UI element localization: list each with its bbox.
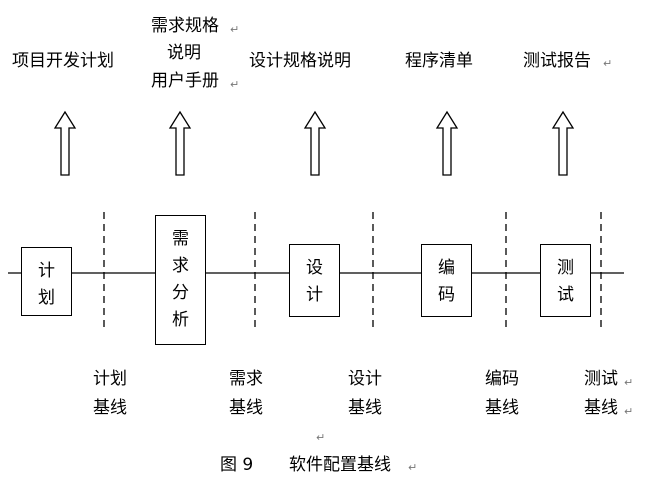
return-mark-icon: ↵ <box>230 78 240 91</box>
baseline-label-design-line2: 基线 <box>348 398 382 418</box>
deliverable-requirements-line2: 说明 <box>167 43 201 63</box>
figure-number: 图 9 <box>220 455 254 475</box>
phase-box-testing: 测试 <box>540 244 591 317</box>
up-arrow-requirements <box>168 110 192 176</box>
baseline-label-requirements-line1: 需求 <box>229 369 263 389</box>
return-mark-icon: ↵ <box>624 376 634 389</box>
deliverable-test: 测试报告 <box>523 51 591 71</box>
phase-box-plan: 计划 <box>21 247 72 316</box>
phase-box-requirements: 需求分析 <box>155 215 206 345</box>
phase-label-plan: 计划 <box>38 261 55 308</box>
deliverable-user-manual: 用户手册 <box>151 71 219 91</box>
deliverable-requirements-line1: 需求规格 <box>151 16 219 36</box>
deliverable-code: 程序清单 <box>405 51 473 71</box>
return-mark-icon: ↵ <box>624 405 634 418</box>
baseline-label-design-line1: 设计 <box>348 369 382 389</box>
return-mark-icon: ↵ <box>230 23 240 36</box>
phase-label-requirements: 需求分析 <box>172 229 189 330</box>
phase-label-coding: 编码 <box>438 258 455 305</box>
baseline-label-plan-line2: 基线 <box>93 398 127 418</box>
return-mark-icon: ↵ <box>408 461 418 474</box>
baseline-label-coding-line1: 编码 <box>485 369 519 389</box>
baseline-label-requirements-line2: 基线 <box>229 398 263 418</box>
deliverable-plan: 项目开发计划 <box>12 51 114 71</box>
phase-box-coding: 编码 <box>421 244 472 317</box>
baseline-label-testing-line2: 基线 <box>584 398 618 418</box>
baseline-label-testing-line1: 测试 <box>584 369 618 389</box>
phase-label-testing: 测试 <box>557 258 574 305</box>
baseline-label-plan-line1: 计划 <box>93 369 127 389</box>
return-mark-icon: ↵ <box>603 57 613 70</box>
baseline-label-coding-line2: 基线 <box>485 398 519 418</box>
return-mark-icon: ↵ <box>316 431 326 444</box>
phase-label-design: 设计 <box>306 258 323 305</box>
deliverable-design: 设计规格说明 <box>249 51 351 71</box>
up-arrow-plan <box>53 110 77 176</box>
figure-title: 软件配置基线 <box>289 455 391 475</box>
up-arrow-design <box>303 110 327 176</box>
up-arrow-code <box>435 110 459 176</box>
phase-box-design: 设计 <box>289 244 340 317</box>
up-arrow-test <box>551 110 575 176</box>
